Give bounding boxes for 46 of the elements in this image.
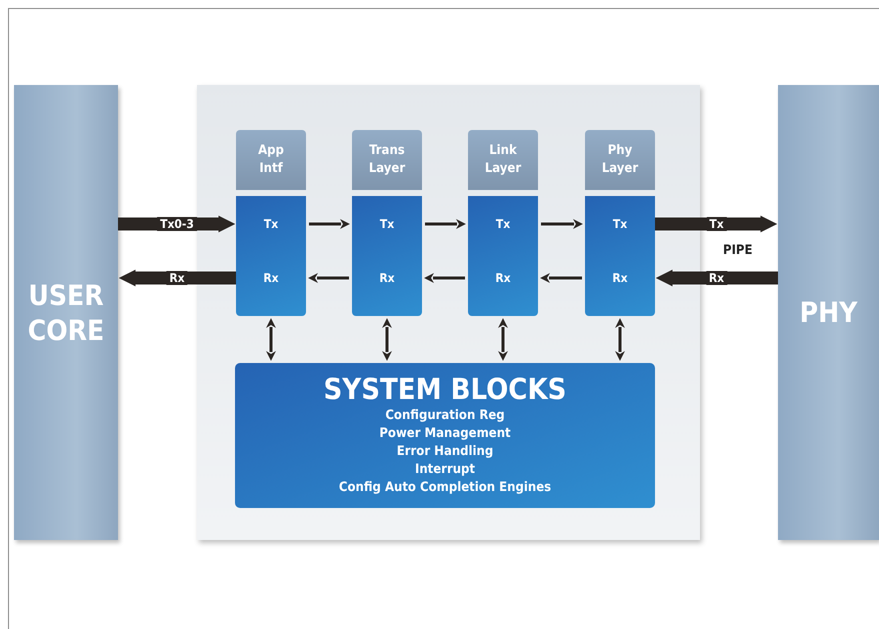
core-panel	[197, 85, 700, 540]
block-item: Error Handling	[396, 443, 494, 461]
block-item: Configuration Reg	[385, 407, 505, 425]
arrow	[382, 318, 392, 361]
column-header: Link Layer	[468, 130, 538, 190]
layer-column	[468, 130, 538, 316]
arrow	[425, 219, 466, 229]
arrow	[541, 219, 583, 229]
port-label: Tx	[612, 216, 628, 232]
edge-label: Tx0-3	[157, 217, 197, 231]
port-label: Rx	[378, 270, 396, 286]
bus-arrow	[118, 270, 236, 286]
arrow	[540, 273, 582, 283]
port-label: Rx	[611, 270, 629, 286]
column-header: Phy Layer	[585, 130, 655, 190]
edge-label: Rx	[166, 271, 188, 285]
edge-label: Tx	[706, 217, 727, 231]
block-title: USER CORE	[26, 278, 106, 348]
interface-label: PIPE	[723, 243, 752, 258]
arrow	[615, 318, 625, 361]
column-header: Trans Layer	[352, 130, 422, 190]
layer-column	[352, 130, 422, 316]
port-label: Rx	[262, 270, 280, 286]
block-item: Interrupt	[414, 461, 476, 479]
arrow	[308, 273, 349, 283]
edge-label: Rx	[706, 271, 728, 285]
block-title: SYSTEM BLOCKS	[324, 371, 566, 407]
arrow	[309, 219, 350, 229]
column-header: App Intf	[236, 130, 306, 190]
block-item: Config Auto Completion Engines	[338, 479, 552, 497]
bus-arrow	[656, 270, 778, 286]
system-block	[235, 363, 655, 508]
arrow	[498, 318, 508, 361]
port-label: Tx	[494, 216, 512, 232]
arrow	[266, 318, 276, 361]
layer-column	[236, 130, 306, 316]
layer-column	[585, 130, 655, 316]
arrow	[424, 273, 465, 283]
side-block	[778, 85, 879, 540]
bus-arrow	[655, 216, 778, 232]
port-label: Rx	[494, 270, 512, 286]
block-item: Power Management	[379, 425, 511, 443]
side-block	[14, 85, 118, 540]
port-label: Tx	[378, 216, 396, 232]
port-label: Tx	[262, 216, 280, 232]
block-title: PHY	[798, 295, 858, 330]
